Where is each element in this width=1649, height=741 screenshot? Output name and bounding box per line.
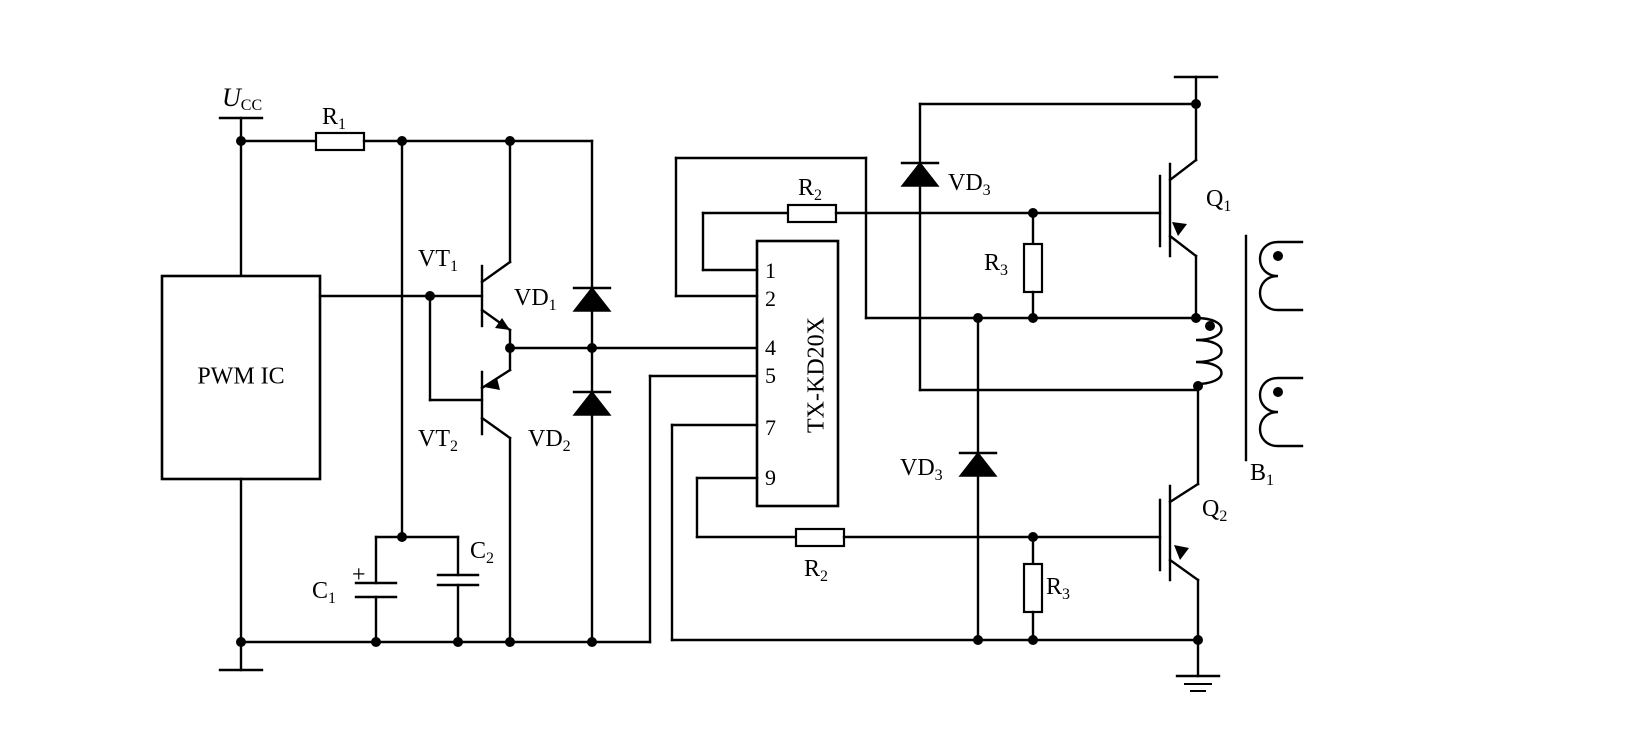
junction-dot — [236, 136, 246, 146]
vd3-top-label: VD3 — [948, 170, 991, 199]
vt1-collector-lead — [480, 260, 512, 284]
junction-dot — [587, 343, 597, 353]
ucc-label: UCC — [222, 83, 262, 114]
secondary-winding-1 — [1258, 240, 1304, 312]
junction-dot — [236, 637, 246, 647]
junction-dot — [371, 637, 381, 647]
junction-dot — [1193, 381, 1203, 391]
driver-ic-label: TX-KD20X — [804, 317, 830, 433]
junction-dot — [505, 637, 515, 647]
vd1-label: VD1 — [514, 285, 557, 314]
secondary-2-polarity-dot — [1273, 387, 1283, 397]
vt2-collector-lead — [480, 416, 512, 440]
junction-dot — [453, 637, 463, 647]
secondary-winding-2 — [1258, 376, 1304, 448]
vd2-diode-triangle — [572, 390, 612, 416]
vd3-top-diode-triangle — [900, 161, 940, 187]
r3-bottom-label: R3 — [1046, 574, 1070, 603]
pin-label-2: 2 — [765, 286, 776, 311]
junction-dot — [397, 136, 407, 146]
vd3-bottom-label: VD3 — [900, 455, 943, 484]
q1-emitter-lead — [1168, 234, 1198, 258]
junction-dot — [587, 637, 597, 647]
q2-emitter-arrow — [1174, 545, 1189, 560]
r1-resistor — [314, 131, 366, 152]
junction-dot — [973, 313, 983, 323]
junction-dot — [1191, 99, 1201, 109]
c1-label: C1 — [312, 578, 336, 607]
pin-label-9: 9 — [765, 465, 776, 490]
primary-polarity-dot — [1205, 321, 1215, 331]
q1-label: Q1 — [1206, 186, 1231, 215]
junction-dot — [1028, 208, 1038, 218]
r2-bottom-label: R2 — [804, 556, 828, 585]
vd3-bottom-diode-triangle — [958, 451, 998, 477]
r3-top-resistor — [1022, 242, 1044, 294]
junction-dot — [1191, 313, 1201, 323]
vt1-label: VT1 — [418, 246, 458, 275]
primary-winding — [1194, 316, 1223, 386]
junction-dots — [236, 99, 1203, 647]
pwm-ic-label: PWM IC — [197, 364, 284, 390]
junction-dot — [1028, 532, 1038, 542]
q2-emitter-lead — [1168, 558, 1200, 582]
pwm-ic — [160, 274, 322, 481]
secondary-1-polarity-dot — [1273, 251, 1283, 261]
junction-dot — [1028, 313, 1038, 323]
r1-label: R1 — [322, 104, 346, 133]
vt1-emitter-arrow — [495, 318, 510, 330]
q2-collector-lead — [1168, 482, 1200, 504]
vt2-label: VT2 — [418, 426, 458, 455]
junction-dot — [973, 635, 983, 645]
r3-bottom-resistor — [1022, 562, 1044, 614]
q1-collector-lead — [1168, 158, 1198, 182]
c1-plus-label: + — [352, 562, 366, 588]
pin-label-4: 4 — [765, 335, 776, 360]
junction-dot — [1193, 635, 1203, 645]
junction-dot — [505, 136, 515, 146]
junction-dot — [505, 343, 515, 353]
junction-dot — [1028, 635, 1038, 645]
q1-emitter-arrow — [1172, 222, 1187, 236]
q2-label: Q2 — [1202, 496, 1227, 525]
b1-label: B1 — [1250, 460, 1274, 489]
pin-label-7: 7 — [765, 415, 776, 440]
junction-dot — [397, 532, 407, 542]
r2-top-resistor — [786, 203, 838, 224]
r3-top-label: R3 — [984, 250, 1008, 279]
vd2-label: VD2 — [528, 426, 571, 455]
r2-bottom-resistor — [794, 527, 846, 548]
driver-ic — [755, 239, 840, 508]
r2-top-label: R2 — [798, 175, 822, 204]
vt2-emitter-arrow — [484, 378, 500, 390]
c2-label: C2 — [470, 538, 494, 567]
vd1-diode-triangle — [572, 286, 612, 312]
pin-label-1: 1 — [765, 258, 776, 283]
junction-dot — [425, 291, 435, 301]
pin-label-5: 5 — [765, 363, 776, 388]
